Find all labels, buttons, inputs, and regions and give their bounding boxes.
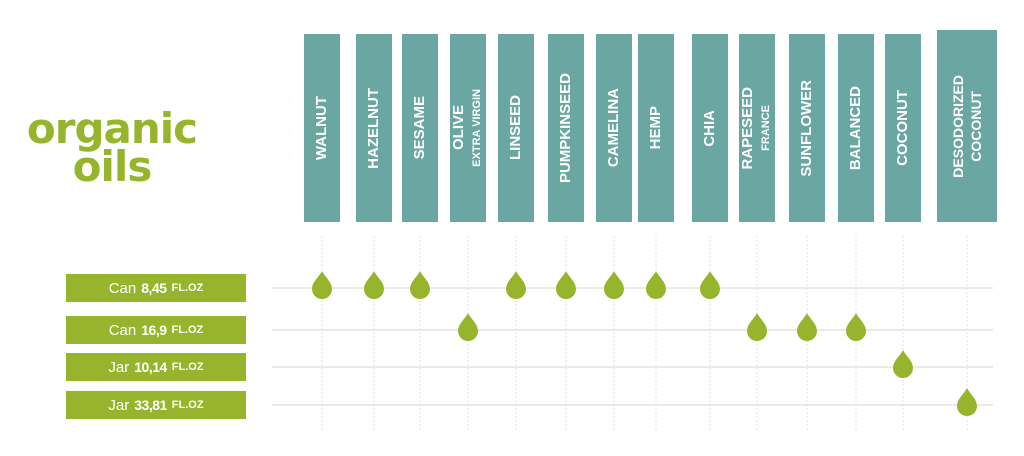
oil-type-headers: WALNUT HAZELNUT SESAME OLIVE EXTRA VIRGIN LIN… bbox=[304, 30, 997, 222]
row-label-unit: FL.OZ bbox=[171, 361, 204, 373]
oil-drop-icon bbox=[410, 271, 430, 299]
oil-drop-icon bbox=[957, 388, 977, 416]
column-header-camelina: CAMELINA bbox=[596, 34, 632, 222]
oil-drop-icon bbox=[700, 271, 720, 299]
title-line-1: organic bbox=[26, 104, 198, 153]
column-header-sunflower: SUNFLOWER bbox=[789, 34, 825, 222]
column-header-sublabel: EXTRA VIRGIN bbox=[471, 89, 483, 167]
row-label-kind: Jar bbox=[108, 358, 130, 376]
column-header-linseed: LINSEED bbox=[498, 34, 534, 222]
column-header-walnut: WALNUT bbox=[304, 34, 340, 222]
column-header-label: CHIA bbox=[701, 109, 718, 147]
row-label-kind: Can bbox=[108, 321, 137, 339]
column-header-olive: OLIVE EXTRA VIRGIN bbox=[450, 34, 486, 222]
oil-drop-icon bbox=[797, 313, 817, 341]
oil-drop-icon bbox=[646, 271, 666, 299]
row-label-unit: FL.OZ bbox=[171, 399, 204, 411]
column-header-balanced: BALANCED bbox=[838, 34, 874, 222]
oil-drop-icon bbox=[364, 271, 384, 299]
oil-drop-icon bbox=[312, 271, 332, 299]
column-header-label: SUNFLOWER bbox=[798, 79, 815, 177]
oil-drop-icon bbox=[556, 271, 576, 299]
column-header-hazelnut: HAZELNUT bbox=[356, 34, 392, 222]
row-label-unit: FL.OZ bbox=[171, 282, 204, 294]
oil-drop-icon bbox=[893, 350, 913, 378]
row-label-size: 10,14 bbox=[134, 359, 167, 375]
column-header-sesame: SESAME bbox=[402, 34, 438, 222]
column-header-hemp: HEMP bbox=[638, 34, 674, 222]
column-header-sublabel: FRANCE bbox=[760, 105, 772, 151]
column-header-label: COCONUT bbox=[894, 90, 911, 166]
title-line-2: oils bbox=[72, 142, 153, 191]
oil-drop-icon bbox=[604, 271, 624, 299]
page-title: organic oils bbox=[22, 104, 202, 191]
row-label-kind: Can bbox=[108, 279, 137, 297]
column-header-pumpkinseed: PUMPKINSEED bbox=[548, 34, 584, 222]
row-label-size: 33,81 bbox=[134, 397, 167, 413]
column-header-label: PUMPKINSEED bbox=[557, 72, 574, 184]
row-label-unit: FL.OZ bbox=[171, 324, 204, 336]
column-header-label: CAMELINA bbox=[605, 88, 622, 168]
column-header-label: LINSEED bbox=[507, 95, 524, 161]
column-header-label: BALANCED bbox=[847, 85, 864, 171]
oil-drop-icon bbox=[747, 313, 767, 341]
row-label-kind: Jar bbox=[108, 396, 130, 414]
column-header-label: DESODORIZED bbox=[950, 74, 966, 178]
row-label-size: 16,9 bbox=[141, 322, 167, 338]
oil-drop-icon bbox=[506, 271, 526, 299]
oil-drop-icon bbox=[846, 313, 866, 341]
column-header-rapeseed: RAPESEED FRANCE bbox=[739, 34, 775, 222]
row-label-size: 8,45 bbox=[141, 280, 167, 296]
column-header-sublabel: COCONUT bbox=[968, 90, 984, 162]
column-header-label: HEMP bbox=[647, 106, 664, 150]
column-header-label: RAPESEED bbox=[739, 86, 756, 170]
column-header-label: OLIVE bbox=[450, 105, 467, 151]
column-header-label: SESAME bbox=[411, 96, 428, 160]
column-header-label: WALNUT bbox=[313, 95, 330, 161]
column-header-label: HAZELNUT bbox=[365, 87, 382, 169]
column-header-chia: CHIA bbox=[692, 34, 728, 222]
oil-drop-icon bbox=[458, 313, 478, 341]
column-header-coconut: COCONUT bbox=[885, 34, 921, 222]
